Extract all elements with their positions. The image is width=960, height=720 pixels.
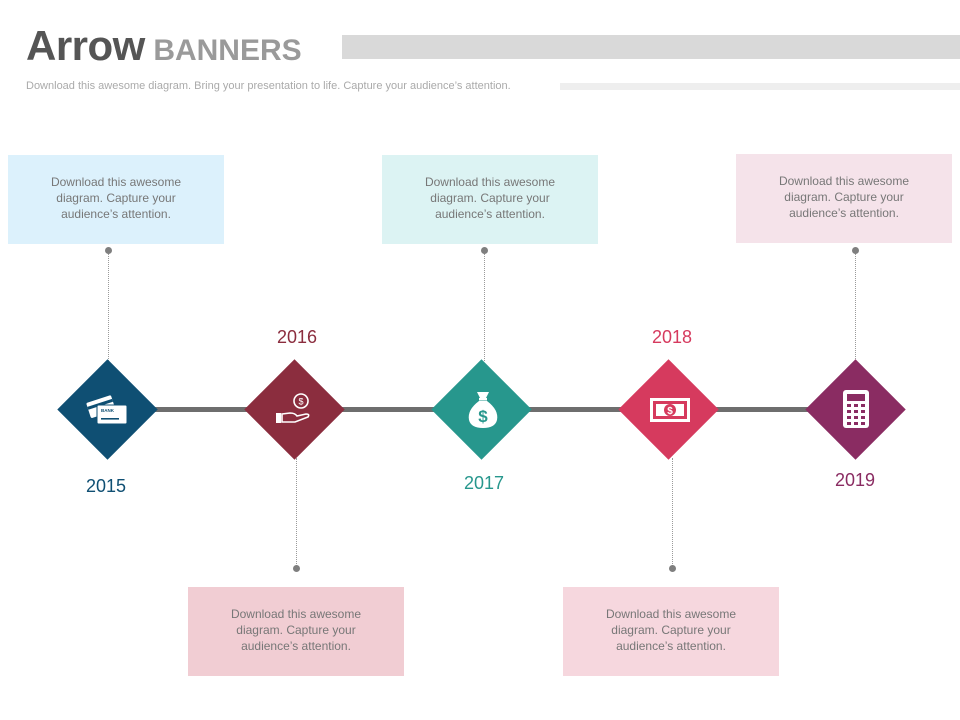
- year-label-2015: 2015: [85, 476, 127, 496]
- text-box-2019-label: Download this awesome diagram. Capture y…: [778, 173, 910, 220]
- text-box-2015-label: Download this awesome diagram. Capture y…: [50, 174, 182, 221]
- text-box-2019: Download this awesome diagram. Capture y…: [736, 154, 952, 243]
- svg-text:$: $: [298, 397, 303, 407]
- calculator-icon: [831, 384, 881, 434]
- subtitle-bar-decoration: [560, 83, 960, 90]
- credit-cards-icon: BANK: [83, 385, 133, 435]
- title-main: Arrow: [26, 22, 145, 69]
- connector-dot-2016: [293, 565, 300, 572]
- connector-2016: [296, 458, 297, 568]
- money-bag-symbol: $: [478, 407, 488, 426]
- text-box-2016-label: Download this awesome diagram. Capture y…: [230, 606, 362, 653]
- text-box-2018-label: Download this awesome diagram. Capture y…: [605, 606, 737, 653]
- card-brand-text: BANK: [101, 408, 115, 413]
- connector-dot-2017: [481, 247, 488, 254]
- year-label-2016: 2016: [276, 327, 318, 347]
- connector-dot-2019: [852, 247, 859, 254]
- text-box-2017-label: Download this awesome diagram. Capture y…: [424, 174, 556, 221]
- text-box-2016: Download this awesome diagram. Capture y…: [188, 587, 404, 676]
- connector-dot-2018: [669, 565, 676, 572]
- year-label-2019: 2019: [834, 470, 876, 490]
- connector-dot-2015: [105, 247, 112, 254]
- text-box-2017: Download this awesome diagram. Capture y…: [382, 155, 598, 244]
- svg-text:$: $: [667, 406, 673, 417]
- connector-2019: [855, 251, 856, 361]
- connector-2017: [484, 251, 485, 361]
- title-sub: BANNERS: [153, 34, 302, 67]
- connector-2018: [672, 458, 673, 568]
- text-box-2018: Download this awesome diagram. Capture y…: [563, 587, 779, 676]
- year-label-2017: 2017: [463, 473, 505, 493]
- hand-coin-icon: $: [270, 385, 320, 435]
- banknote-icon: $: [645, 385, 695, 435]
- connector-2015: [108, 251, 109, 361]
- subtitle: Download this awesome diagram. Bring you…: [26, 80, 511, 92]
- year-label-2018: 2018: [651, 327, 693, 347]
- money-bag-icon: $: [458, 384, 508, 434]
- page-title: Arrow BANNERS: [26, 22, 302, 70]
- title-bar-decoration: [342, 35, 960, 59]
- text-box-2015: Download this awesome diagram. Capture y…: [8, 155, 224, 244]
